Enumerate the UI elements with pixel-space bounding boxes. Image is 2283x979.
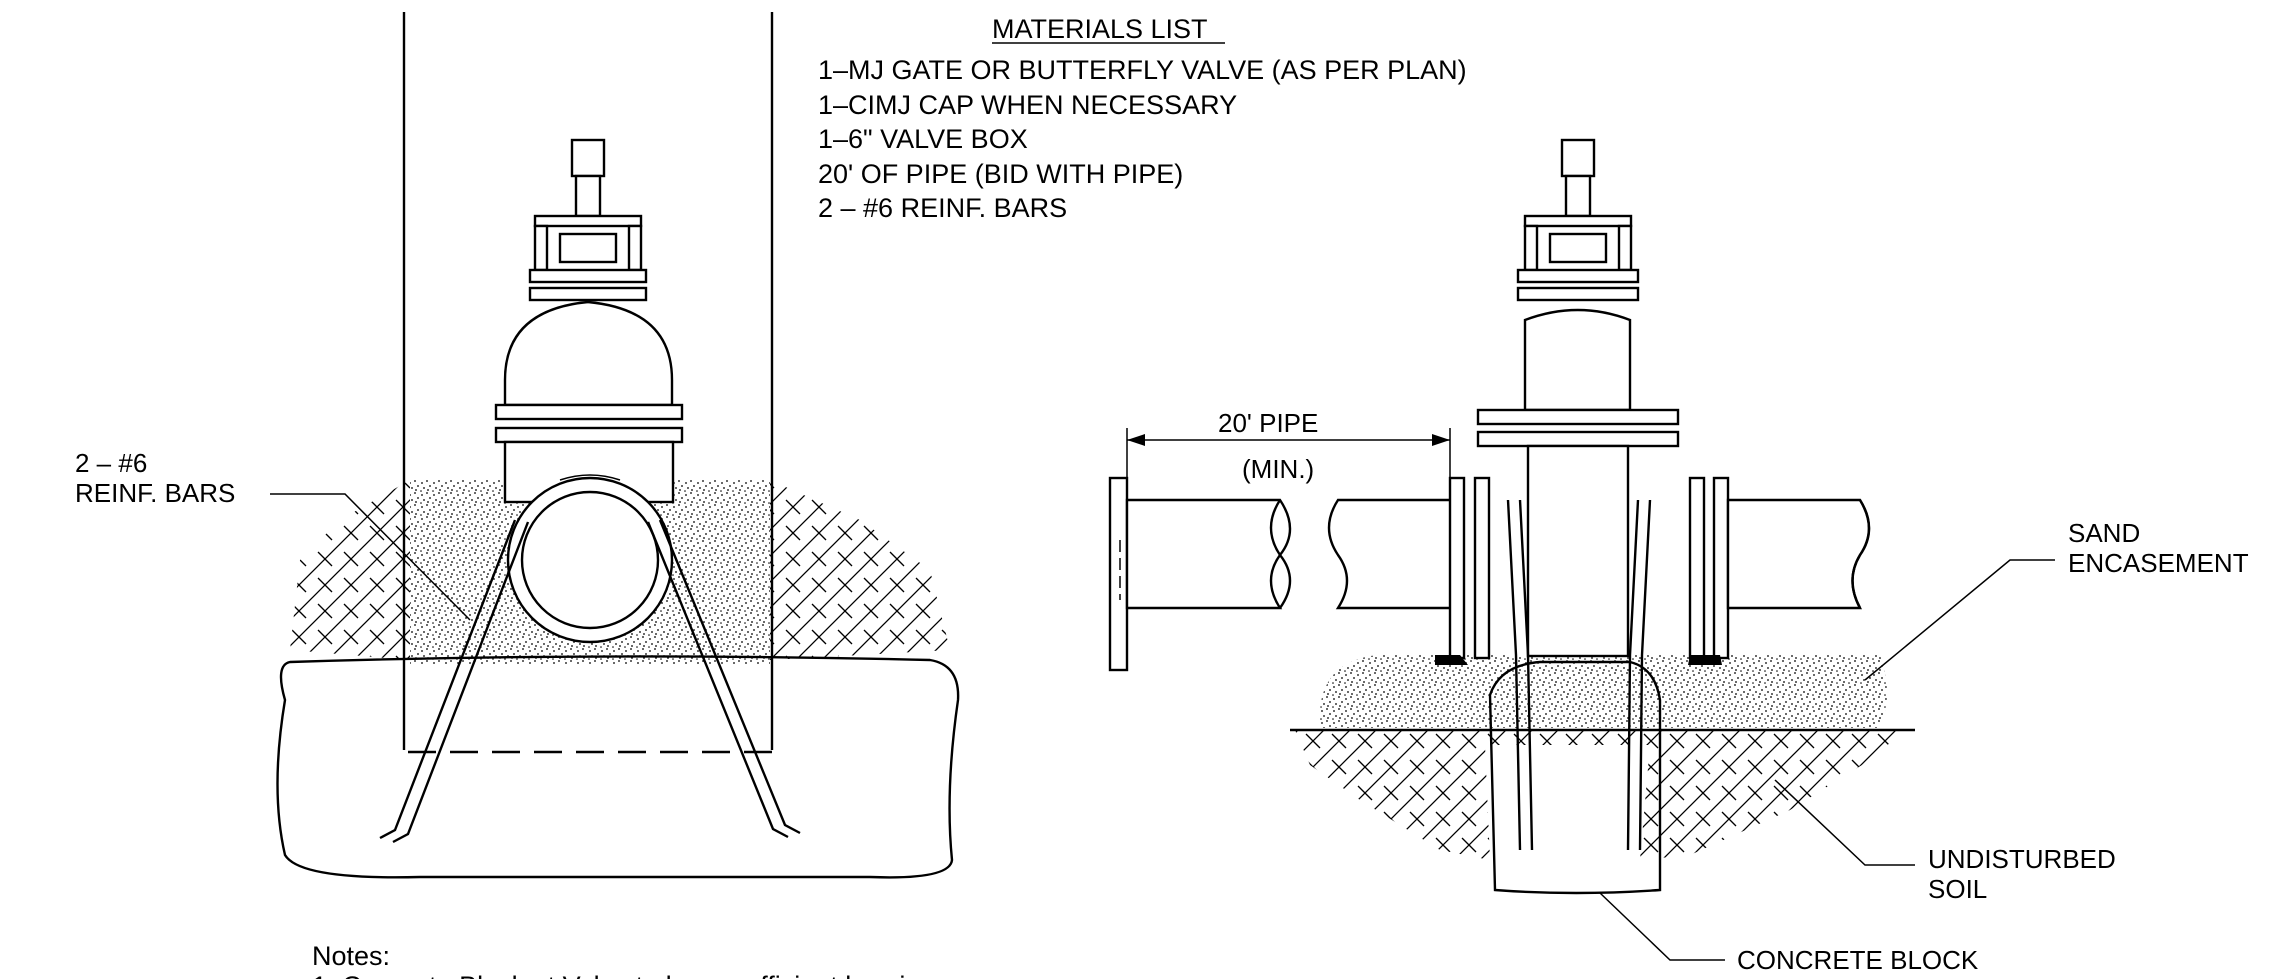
material-item-5: 2 – #6 REINF. BARS — [818, 193, 1067, 223]
pipe-dim-label: 20' PIPE — [1218, 408, 1318, 438]
pipe-length-dimension: 20' PIPE (MIN.) — [1126, 408, 1451, 484]
notes-section: Notes: 1. Concrete Block at Valve to hav… — [312, 941, 935, 979]
pipe-dim-sub: (MIN.) — [1242, 454, 1314, 484]
reinf-bars-leader — [270, 493, 471, 621]
notes-line-1: 1. Concrete Block at Valve to have suffi… — [312, 971, 935, 979]
right-soil-hatch — [770, 480, 950, 660]
left-soil-hatch — [290, 480, 410, 660]
material-item-1: 1–MJ GATE OR BUTTERFLY VALVE (AS PER PLA… — [818, 55, 1467, 85]
reinf-bars-label-line2: REINF. BARS — [75, 478, 235, 508]
concrete-leader — [1599, 892, 1725, 961]
notes-heading: Notes: — [312, 941, 390, 971]
soil-label-line2: SOIL — [1928, 874, 1987, 904]
soil-leader — [1774, 779, 1915, 866]
right-pipe-left — [1108, 476, 1292, 672]
materials-title: MATERIALS LIST — [992, 14, 1208, 44]
soil-label-line1: UNDISTURBED — [1928, 844, 2116, 874]
right-concrete-block — [1488, 660, 1662, 895]
sand-encasement — [1319, 655, 1888, 728]
right-soil-hatch-area — [1295, 730, 1905, 860]
right-gate-valve — [1476, 138, 1680, 658]
material-item-3: 1–6" VALVE BOX — [818, 124, 1028, 154]
sand-label-line2: ENCASEMENT — [2068, 548, 2249, 578]
left-concrete-block — [276, 655, 960, 879]
left-end-view: 2 – #6 REINF. BARS — [75, 12, 960, 879]
materials-list: MATERIALS LIST 1–MJ GATE OR BUTTERFLY VA… — [818, 14, 1467, 223]
material-item-4: 20' OF PIPE (BID WITH PIPE) — [818, 159, 1183, 189]
right-side-view: 20' PIPE (MIN.) SAND ENCASEMENT UNDISTUR… — [1108, 138, 2249, 975]
left-reinf-bars — [379, 519, 801, 844]
right-reinf-bars — [1435, 499, 1722, 851]
reinf-bars-label-line1: 2 – #6 — [75, 448, 147, 478]
left-gate-valve — [494, 138, 684, 644]
material-item-2: 1–CIMJ CAP WHEN NECESSARY — [818, 90, 1237, 120]
sand-label-line1: SAND — [2068, 518, 2140, 548]
right-pipe-main — [1327, 476, 1871, 660]
concrete-label: CONCRETE BLOCK — [1737, 945, 1979, 975]
sand-leader — [1864, 559, 2055, 681]
